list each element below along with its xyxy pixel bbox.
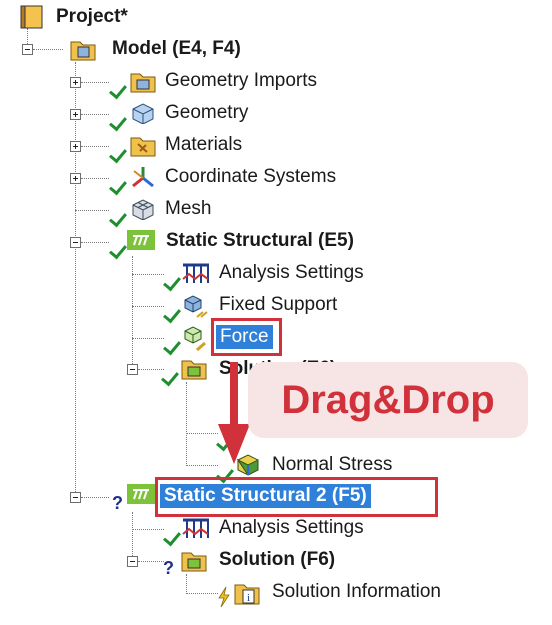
static-structural-icon [127, 484, 155, 504]
tree-line [27, 28, 28, 50]
expand-toggle[interactable] [70, 109, 81, 120]
tree-line [132, 529, 164, 530]
tree-node-label: Static Structural (E5) [166, 230, 354, 251]
geometry-icon [132, 103, 154, 124]
tree-node-label: Materials [165, 134, 243, 155]
tree-node-label: Fixed Support [219, 294, 338, 315]
expand-toggle[interactable] [70, 77, 81, 88]
static-structural-icon [127, 230, 155, 250]
tree-line [186, 433, 218, 434]
drag-arrow-shaft [230, 362, 238, 430]
checkmark-icon [163, 272, 181, 292]
highlight-box [211, 318, 282, 356]
solution-icon [181, 552, 207, 572]
highlight-box [155, 477, 438, 517]
checkmark-icon [109, 144, 127, 164]
checkmark-icon [163, 336, 181, 356]
tree-node-label: Geometry Imports [165, 70, 318, 91]
expand-toggle[interactable] [70, 173, 81, 184]
analysis-settings-icon [182, 263, 209, 283]
collapse-toggle[interactable] [127, 556, 138, 567]
tree-line [186, 593, 218, 594]
collapse-toggle[interactable] [70, 237, 81, 248]
tree-node-label: Analysis Settings [219, 262, 364, 283]
tree-line [81, 242, 109, 243]
tree-line [81, 146, 109, 147]
tree-line [186, 574, 187, 594]
checkmark-icon [109, 176, 127, 196]
drag-drop-callout: Drag&Drop [248, 362, 528, 438]
tree-node-label: Analysis Settings [219, 517, 364, 538]
analysis-settings-icon [182, 518, 209, 538]
solution-information-icon: i [234, 584, 260, 605]
tree-line [81, 114, 109, 115]
coordinate-systems-icon [132, 167, 154, 188]
checkmark-icon [109, 80, 127, 100]
model-folder-icon [70, 41, 96, 61]
tree-node-label: Normal Stress [272, 454, 393, 475]
tree-line [132, 338, 164, 339]
checkmark-icon [109, 208, 127, 228]
tree-node-label: Geometry [165, 102, 249, 123]
tree-line [81, 178, 109, 179]
tree-line [138, 561, 164, 562]
drag-arrow-head-icon [218, 424, 250, 464]
checkmark-icon [163, 304, 181, 324]
mesh-icon [132, 199, 154, 220]
project-book-icon [20, 5, 43, 29]
tree-node-label: Solution (F6) [219, 549, 336, 570]
tree-node-label: Project* [56, 6, 128, 27]
collapse-toggle[interactable] [127, 364, 138, 375]
svg-text:i: i [247, 592, 250, 604]
lightning-bolt-icon [218, 586, 230, 608]
tree-line [132, 274, 164, 275]
question-mark-icon: ? [163, 558, 174, 578]
force-icon [184, 326, 206, 352]
tree-line [75, 210, 109, 211]
tree-node-label: Static Structural 2 (F5) [160, 484, 371, 508]
tree-line [81, 82, 109, 83]
tree-node-label: Coordinate Systems [165, 166, 337, 187]
question-mark-icon: ? [112, 493, 123, 513]
tree-line [132, 512, 133, 562]
materials-icon [130, 137, 156, 157]
tree-line [186, 382, 187, 466]
solution-icon [181, 360, 207, 380]
expand-toggle[interactable] [70, 141, 81, 152]
fixed-support-icon [184, 295, 208, 318]
normal-stress-icon [236, 454, 259, 476]
tree-line [81, 497, 109, 498]
tree-node-label: Model (E4, F4) [112, 38, 241, 59]
checkmark-icon [161, 367, 179, 387]
checkmark-icon [163, 527, 181, 547]
tree-line [138, 369, 164, 370]
tree-line [75, 62, 76, 498]
checkmark-icon [109, 112, 127, 132]
checkmark-icon [109, 240, 127, 260]
collapse-toggle[interactable] [70, 492, 81, 503]
geometry-imports-icon [130, 73, 156, 93]
tree-line [186, 465, 218, 466]
tree-line [132, 306, 164, 307]
tree-line [33, 49, 63, 50]
tree-node-label: Force [216, 325, 273, 349]
tree-node-label: Solution Information [272, 581, 441, 602]
collapse-toggle[interactable] [22, 44, 33, 55]
tree-line [132, 256, 133, 370]
tree-node-label: Mesh [165, 198, 212, 219]
